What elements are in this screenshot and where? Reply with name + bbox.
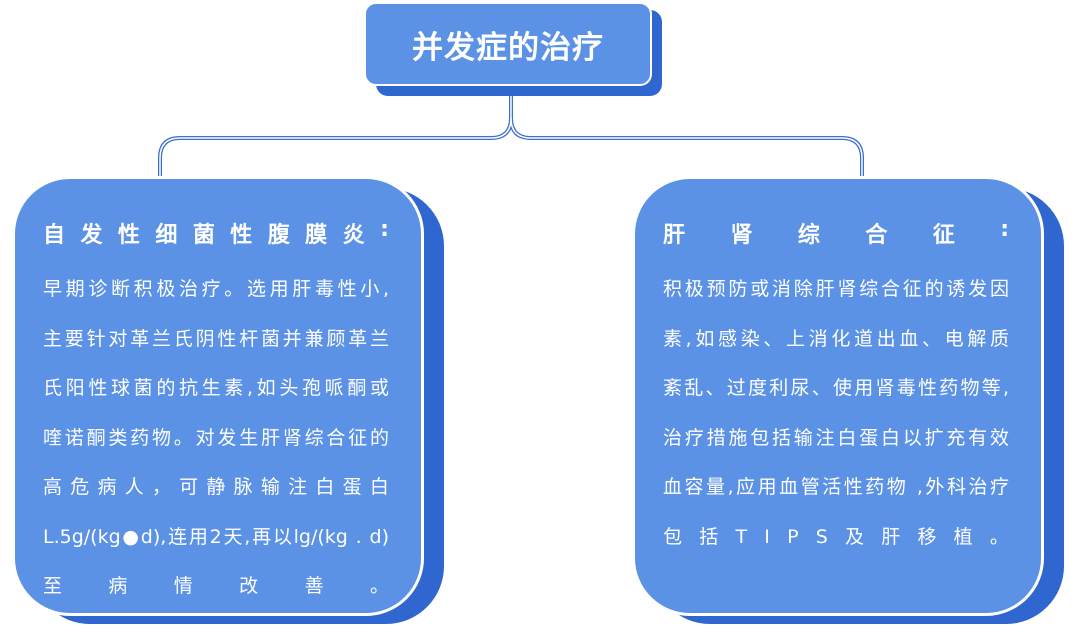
text-char: 蛋 [342, 476, 362, 498]
text-char: 细 [155, 223, 178, 248]
right-line: 素,如感染、上消化道出血、电解质 [663, 327, 1009, 350]
text-char: 肝 [663, 223, 686, 248]
right-line: 血容量,应用血管活性药物 ,外科治疗 [663, 476, 1009, 498]
right-line: 治疗措施包括输注白蛋白以扩充有效 [663, 426, 1009, 449]
left-card-body: 早期诊断积极治疗。选用肝毒性小, 主要针对革兰氏阴性杆菌并兼顾革兰 氏阳性球菌的… [43, 265, 389, 612]
right-card-body: 积极预防或消除肝肾综合征的诱发因 素,如感染、上消化道出血、电解质 紊乱、过度利… [663, 265, 1009, 562]
text-char: 移 [917, 525, 937, 548]
left-card: 自发性细菌性腹膜炎: 早期诊断积极治疗。选用肝毒性小, 主要针对革兰氏阴性杆菌并… [12, 176, 424, 616]
text-char: 情 [173, 575, 193, 597]
text-char: ， [151, 476, 171, 498]
text-char: 肾 [730, 223, 753, 248]
text-char: 炎 [342, 223, 365, 248]
text-char: S [815, 525, 828, 548]
text-char: : [380, 217, 389, 242]
text-char: : [1000, 217, 1009, 242]
right-card: 肝 肾 综 合 征: 积极预防或消除肝肾综合征的诱发因 素,如感染、上消化道出血、电解质… [632, 176, 1044, 616]
text-char: 至 [43, 575, 63, 597]
text-char: 人 [124, 476, 144, 498]
right-card-heading: 肝 肾 综 合 征: [663, 217, 1009, 249]
text-char: 白 [315, 476, 335, 498]
text-char: 括 [699, 525, 719, 548]
text-char: 合 [865, 223, 888, 248]
text-char: 注 [288, 476, 308, 498]
text-char: 危 [70, 476, 90, 498]
left-line: 高危病人，可静脉输注白蛋白 [43, 463, 389, 513]
text-char: 善 [304, 575, 324, 597]
text-char: I [764, 525, 770, 548]
connector-path [159, 84, 512, 200]
right-line: 积极预防或消除肝肾综合征的诱发因 [663, 278, 1009, 300]
text-char: 综 [797, 223, 820, 248]
right-line: 紊乱、过度利尿、使用肾毒性药物等, [663, 377, 1009, 399]
text-char: 肝 [881, 525, 901, 548]
text-char: 白 [369, 476, 389, 498]
text-char: 膜 [305, 223, 328, 248]
left-line: 至 病 情 改 善 。 [43, 562, 389, 612]
text-char: 及 [845, 525, 865, 548]
text-char: 输 [260, 476, 280, 498]
text-char: 自 [43, 223, 66, 248]
text-char: P [787, 525, 799, 548]
left-card-heading: 自发性细菌性腹膜炎: [43, 217, 389, 249]
text-char: 征 [932, 223, 955, 248]
text-char: 高 [43, 476, 63, 498]
text-char: 病 [108, 575, 128, 597]
left-line: 喹诺酮类药物。对发生肝肾综合征的 [43, 426, 389, 449]
text-char: 改 [239, 575, 259, 597]
text-char: 脉 [233, 476, 253, 498]
text-char: 性 [230, 223, 253, 248]
text-char: 静 [206, 476, 226, 498]
text-char: 腹 [267, 223, 290, 248]
text-char: 发 [80, 223, 103, 248]
title-box: 并发症的治疗 [364, 2, 652, 86]
text-char: 。 [369, 575, 389, 597]
left-line: 主要针对革兰氏阴性杆菌并兼顾革兰 [43, 327, 389, 350]
text-char: 可 [179, 476, 199, 498]
text-char: 植 [953, 525, 973, 548]
text-char: 性 [117, 223, 140, 248]
text-char: 病 [97, 476, 117, 498]
left-line: 氏阳性球菌的抗生素,如头孢哌酮或 [43, 377, 389, 399]
text-char: 。 [989, 525, 1009, 548]
diagram-title: 并发症的治疗 [412, 29, 604, 66]
text-char: 包 [663, 525, 683, 548]
text-char: T [735, 525, 748, 548]
text-char: 菌 [192, 223, 215, 248]
left-line: 早期诊断积极治疗。选用肝毒性小, [43, 278, 389, 300]
connector-path [510, 117, 863, 200]
left-line: L.5g/(kg●d),连用2天,再以lg/(kg . d) [43, 525, 389, 548]
